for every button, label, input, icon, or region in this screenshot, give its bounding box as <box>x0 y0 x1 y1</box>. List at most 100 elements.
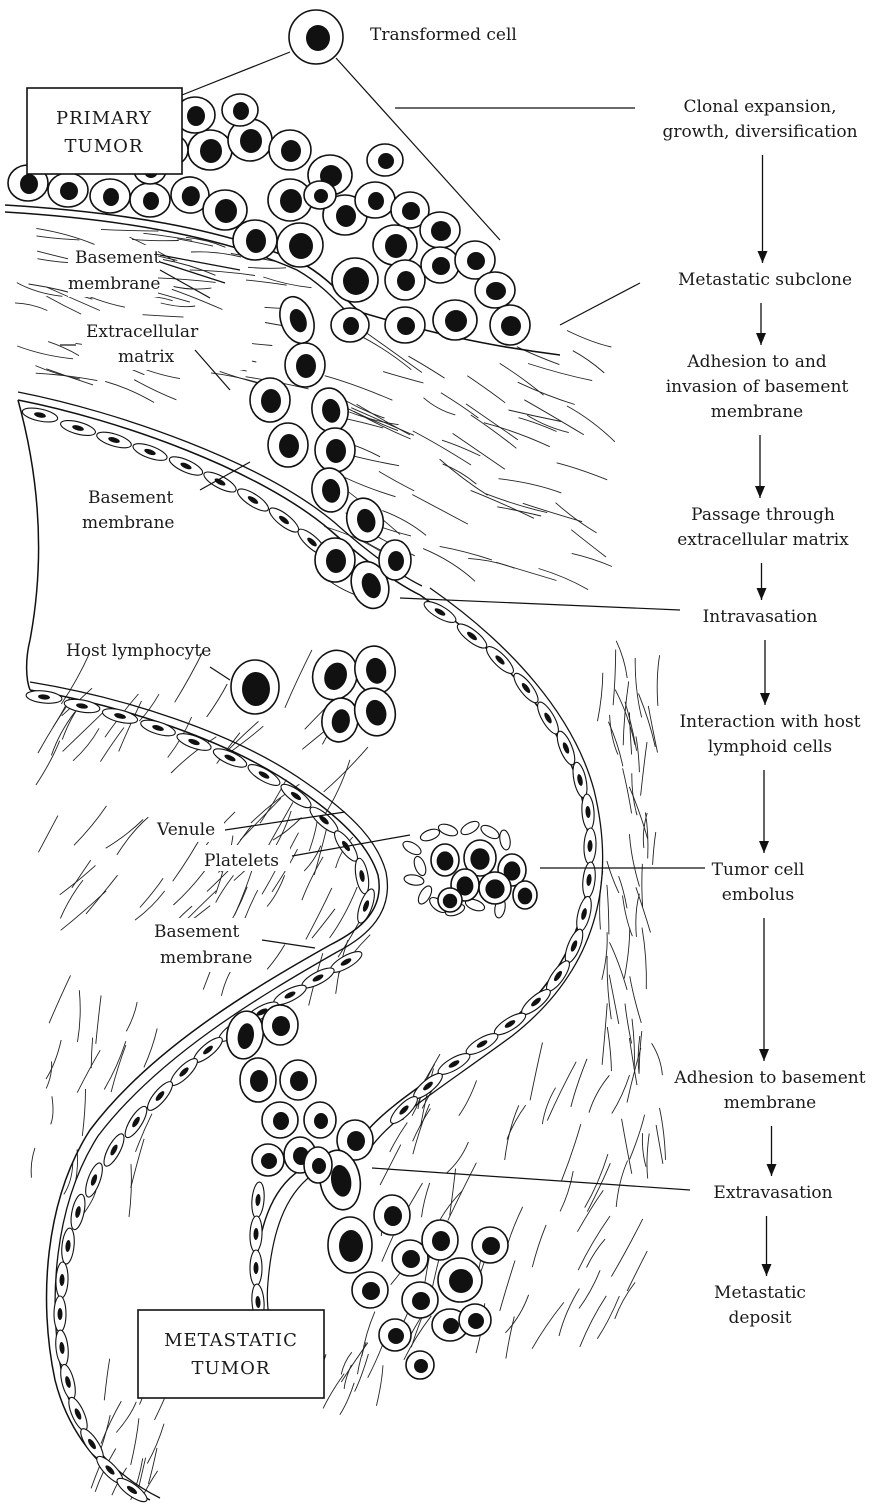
platelet <box>401 839 423 858</box>
label-transformed-cell: Transformed cell <box>370 25 517 45</box>
step-8-line-1: Adhesion to basement <box>673 1068 865 1088</box>
transformed-cell <box>289 10 343 64</box>
fiber-stroke <box>73 728 99 761</box>
tumor-cell <box>374 1195 410 1235</box>
fiber-stroke <box>314 824 328 875</box>
tumor-cell <box>262 1005 298 1045</box>
fiber-stroke <box>357 404 410 435</box>
tumor-cell <box>308 385 351 435</box>
step-7-line-1: Tumor cell <box>712 860 805 880</box>
fiber-stroke <box>567 331 611 348</box>
fiber-stroke <box>82 1089 85 1136</box>
fiber-stroke <box>345 477 396 496</box>
fiber-stroke <box>157 278 215 283</box>
endothelial-cell <box>421 598 458 626</box>
tumor-cell <box>459 1304 491 1336</box>
fiber-stroke <box>635 658 641 717</box>
step-4-line-1: Passage through <box>691 505 835 525</box>
tumor-cell <box>130 183 170 217</box>
fiber-stroke <box>263 277 311 288</box>
fiber-stroke <box>589 1075 609 1112</box>
embolus-tumor-cell <box>513 881 537 909</box>
label-basement-membrane-3a: Basement <box>154 922 240 942</box>
endothelial-cell <box>250 1182 265 1219</box>
fiber-stroke <box>459 1080 477 1115</box>
tumor-cell <box>421 247 459 283</box>
fiber-stroke <box>129 1164 131 1217</box>
fiber-stroke <box>354 411 411 439</box>
platelet <box>419 827 441 843</box>
fiber-stroke <box>64 1163 73 1194</box>
tumor-cell <box>352 1272 388 1308</box>
fiber-stroke <box>48 342 79 356</box>
tumor-cell <box>402 1282 438 1318</box>
endothelial-cell <box>201 468 238 495</box>
platelet <box>412 855 428 877</box>
fiber-stroke <box>556 503 597 533</box>
platelet <box>498 829 511 850</box>
fiber-stroke <box>131 1418 139 1465</box>
step-7-line-2: embolus <box>722 885 794 905</box>
fiber-stroke <box>143 315 184 317</box>
label-extracellular-matrix-a: Extracellular <box>86 322 199 342</box>
primary-tumor-label-1: PRIMARY <box>56 108 152 129</box>
down-arrow-icon <box>757 588 767 600</box>
fiber-stroke <box>161 303 196 307</box>
fiber-stroke <box>267 945 285 970</box>
fiber-stroke <box>341 1352 352 1374</box>
fiber-stroke <box>636 887 651 932</box>
fiber-stroke <box>557 463 608 480</box>
fiber-stroke <box>134 380 176 400</box>
tumor-cell <box>277 223 323 267</box>
platelet <box>479 823 501 842</box>
fiber-stroke <box>216 875 234 902</box>
fiber-stroke <box>471 415 517 448</box>
fiber-stroke <box>578 1216 610 1270</box>
fiber-stroke <box>86 875 118 914</box>
down-arrow-icon <box>762 1264 772 1276</box>
fiber-stroke <box>527 415 569 432</box>
fiber-stroke <box>547 1062 576 1121</box>
label-venule: Venule <box>156 820 215 840</box>
step-3-line-2: invasion of basement <box>666 377 849 397</box>
fiber-stroke <box>653 832 656 865</box>
metastatic-tumor-label-2: TUMOR <box>192 1358 271 1379</box>
fiber-stroke <box>636 894 640 937</box>
fiber-stroke <box>571 530 606 557</box>
fiber-stroke <box>453 433 505 469</box>
fiber-stroke <box>587 1163 610 1211</box>
fiber-stroke <box>528 364 592 381</box>
fiber-stroke <box>642 1133 646 1167</box>
tumor-cell <box>304 1147 332 1183</box>
fiber-stroke <box>91 1465 100 1489</box>
endothelial-cell <box>60 1227 76 1264</box>
platelet <box>459 819 481 838</box>
fiber-stroke <box>351 408 414 436</box>
fiber-stroke <box>304 846 321 872</box>
fiber-stroke <box>632 773 637 815</box>
label-extracellular-matrix-b: matrix <box>118 347 175 367</box>
fiber-stroke <box>119 701 142 752</box>
tumor-cell <box>385 260 425 300</box>
down-arrow-icon <box>756 333 766 345</box>
fiber-stroke <box>51 1096 53 1124</box>
fiber-stroke <box>641 742 647 796</box>
step-10-line-2: deposit <box>728 1308 791 1328</box>
endothelial-cell <box>54 1329 70 1366</box>
tumor-cell <box>252 1144 284 1176</box>
fiber-stroke <box>412 495 468 525</box>
fiber-stroke <box>36 373 98 380</box>
fiber-stroke <box>652 1043 663 1075</box>
fiber-stroke <box>530 1043 542 1101</box>
tumor-cell <box>349 684 400 741</box>
endothelial-cell <box>100 1131 127 1168</box>
fiber-stroke <box>580 1296 607 1347</box>
step-1-line-2: growth, diversification <box>662 122 857 142</box>
fiber-stroke <box>466 404 518 440</box>
endothelial-cell <box>63 697 101 715</box>
fiber-stroke <box>31 1148 35 1178</box>
tumor-cell <box>315 428 355 472</box>
endothelial-cell <box>353 857 371 895</box>
fiber-stroke <box>630 976 642 1023</box>
fiber-stroke <box>597 1296 619 1339</box>
